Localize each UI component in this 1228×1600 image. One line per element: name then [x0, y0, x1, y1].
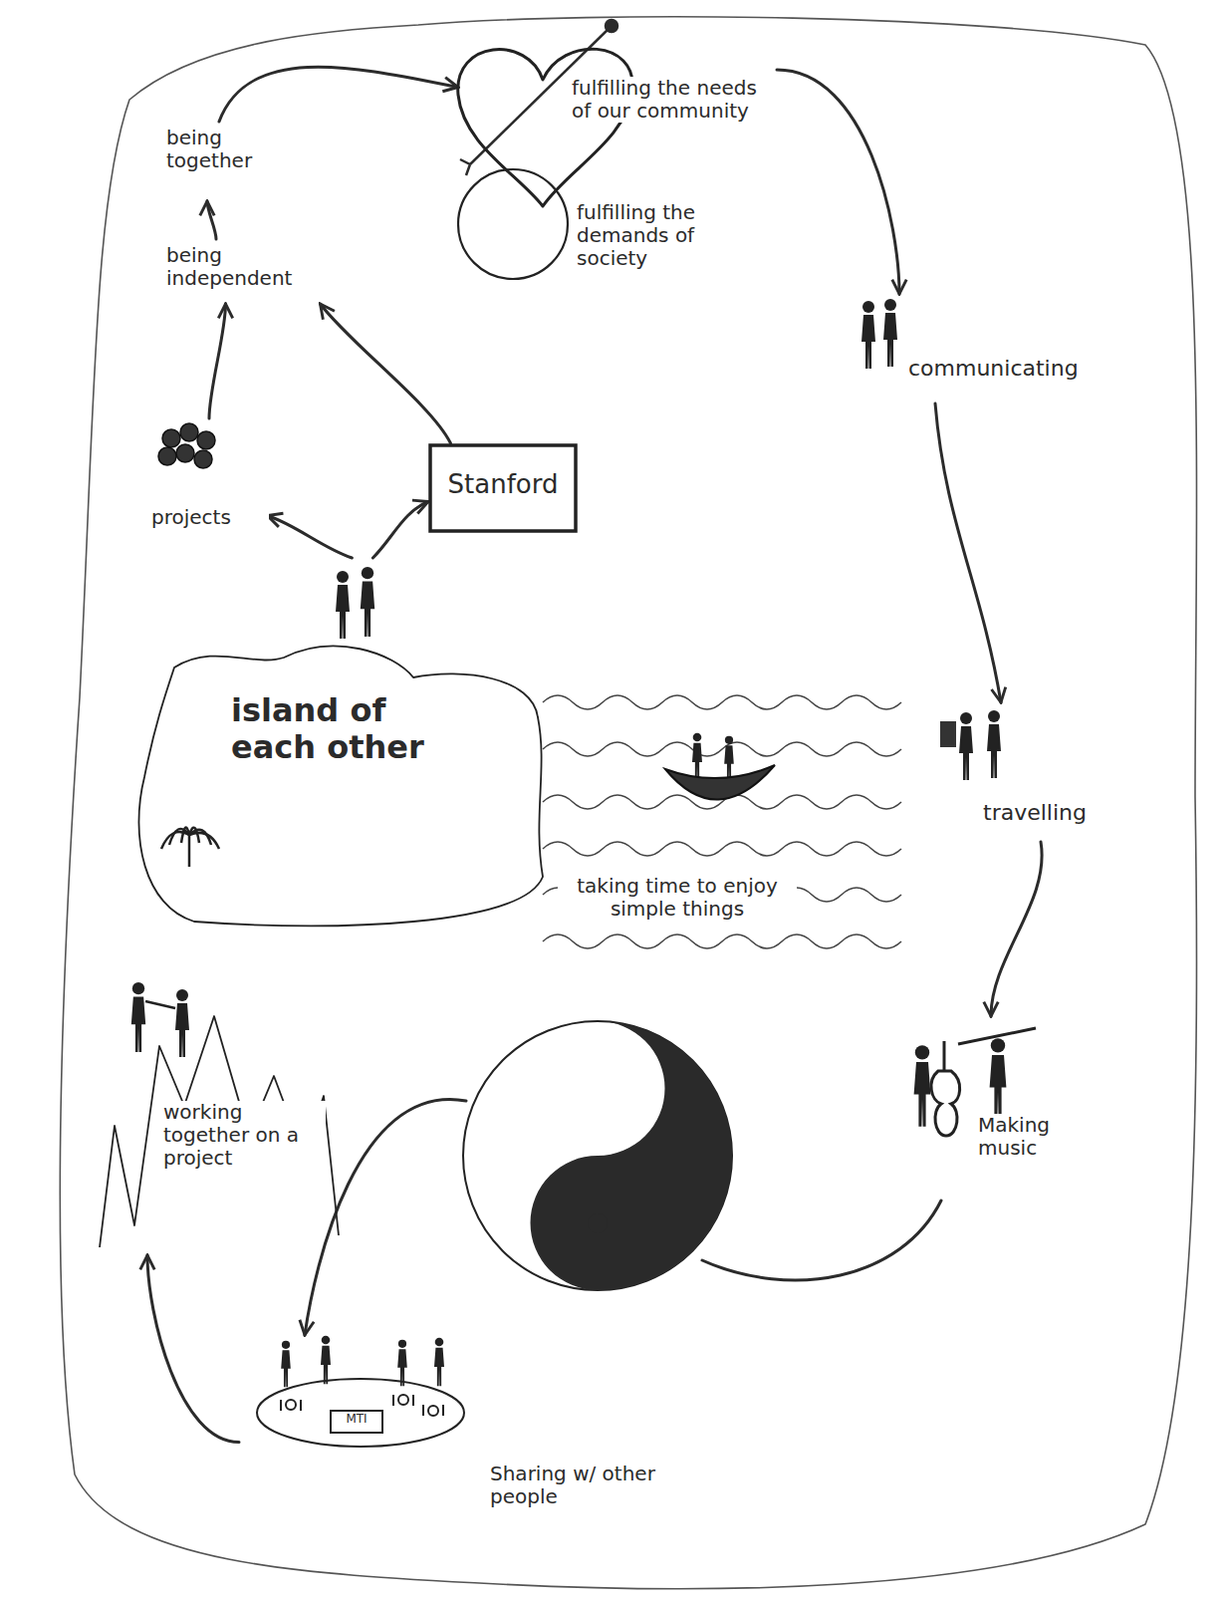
person-figure: [175, 988, 190, 1057]
flow-arrow: [267, 515, 353, 559]
node-text: Stanford: [436, 470, 570, 500]
caption-note: taking time to enjoy simple things: [557, 874, 797, 921]
boat: [665, 764, 775, 800]
person-figure: [692, 733, 703, 782]
person-figure: [959, 712, 974, 780]
node-text: fulfilling the needs of our community: [569, 76, 769, 123]
mountain-shape: working together on a project: [99, 985, 339, 1255]
person-figure: [335, 570, 350, 639]
person-figure: [883, 298, 898, 367]
person-figure: [397, 1339, 408, 1387]
table-sign: MTI: [332, 1412, 381, 1427]
node-text: fulfilling the demands of society: [574, 201, 744, 270]
activity-node: Sharing w/ other people: [239, 1334, 678, 1549]
outer-blob: [59, 16, 1197, 1589]
table: [256, 1378, 465, 1447]
process-box: Stanford: [428, 443, 578, 533]
heart-shape: fulfilling the needs of our community: [448, 34, 777, 210]
person-figure: [360, 566, 375, 637]
person-figure: [131, 982, 146, 1052]
node-text: island of each other: [229, 692, 479, 766]
flow-arrow: [147, 1254, 240, 1443]
palm-tree: [161, 827, 220, 867]
person-figure: [861, 300, 876, 369]
island-shape: [138, 646, 543, 927]
node-text: being together: [164, 126, 274, 173]
activity-node: Making music: [901, 1015, 1101, 1201]
node-text: being independent: [164, 244, 344, 290]
backpack: [940, 721, 957, 747]
node-text: Sharing w/ other people: [488, 1462, 678, 1508]
activity-node: travelling: [941, 702, 1141, 842]
island-shape: island of each other: [134, 637, 553, 937]
circle-shape: fulfilling the demands of society: [453, 159, 752, 294]
activity-node: communicating: [851, 293, 1091, 404]
person-figure: [434, 1337, 445, 1387]
person-figure: [724, 736, 735, 783]
projects-cluster: [158, 423, 216, 469]
concept-label: being together: [159, 121, 279, 202]
flow-arrow: [207, 201, 217, 240]
heart-shape: [458, 48, 633, 207]
node-text: Making music: [976, 1113, 1091, 1160]
person-figure: [320, 1335, 331, 1385]
circle-shape: [458, 169, 568, 279]
flow-arrow: [320, 303, 452, 444]
flow-arrow: [219, 66, 459, 122]
flow-arrow: [209, 303, 227, 419]
concept-label: being independent: [159, 239, 349, 304]
process-box: [430, 445, 576, 531]
helping-arm: [145, 1000, 176, 1008]
node-text: projects: [149, 505, 269, 529]
flow-arrow: [372, 501, 429, 559]
person-figure: [989, 1037, 1007, 1120]
flow-arrow: [304, 1098, 942, 1335]
flow-arrow: [990, 841, 1042, 1016]
flow-arrow: [935, 403, 1001, 703]
yin-yang: [463, 1020, 733, 1290]
flow-arrow: [776, 69, 900, 294]
node-text: communicating: [906, 355, 1086, 381]
person-figure: [914, 1044, 932, 1127]
node-text: working together on a project: [161, 1100, 326, 1170]
activity-node: projects: [144, 418, 274, 548]
node-text: travelling: [981, 799, 1131, 825]
island-shape-outline: [134, 637, 553, 937]
mountain-shape: [99, 1015, 339, 1247]
waves: [542, 695, 902, 949]
person-figure: [280, 1340, 291, 1388]
person-figure: [986, 710, 1001, 778]
